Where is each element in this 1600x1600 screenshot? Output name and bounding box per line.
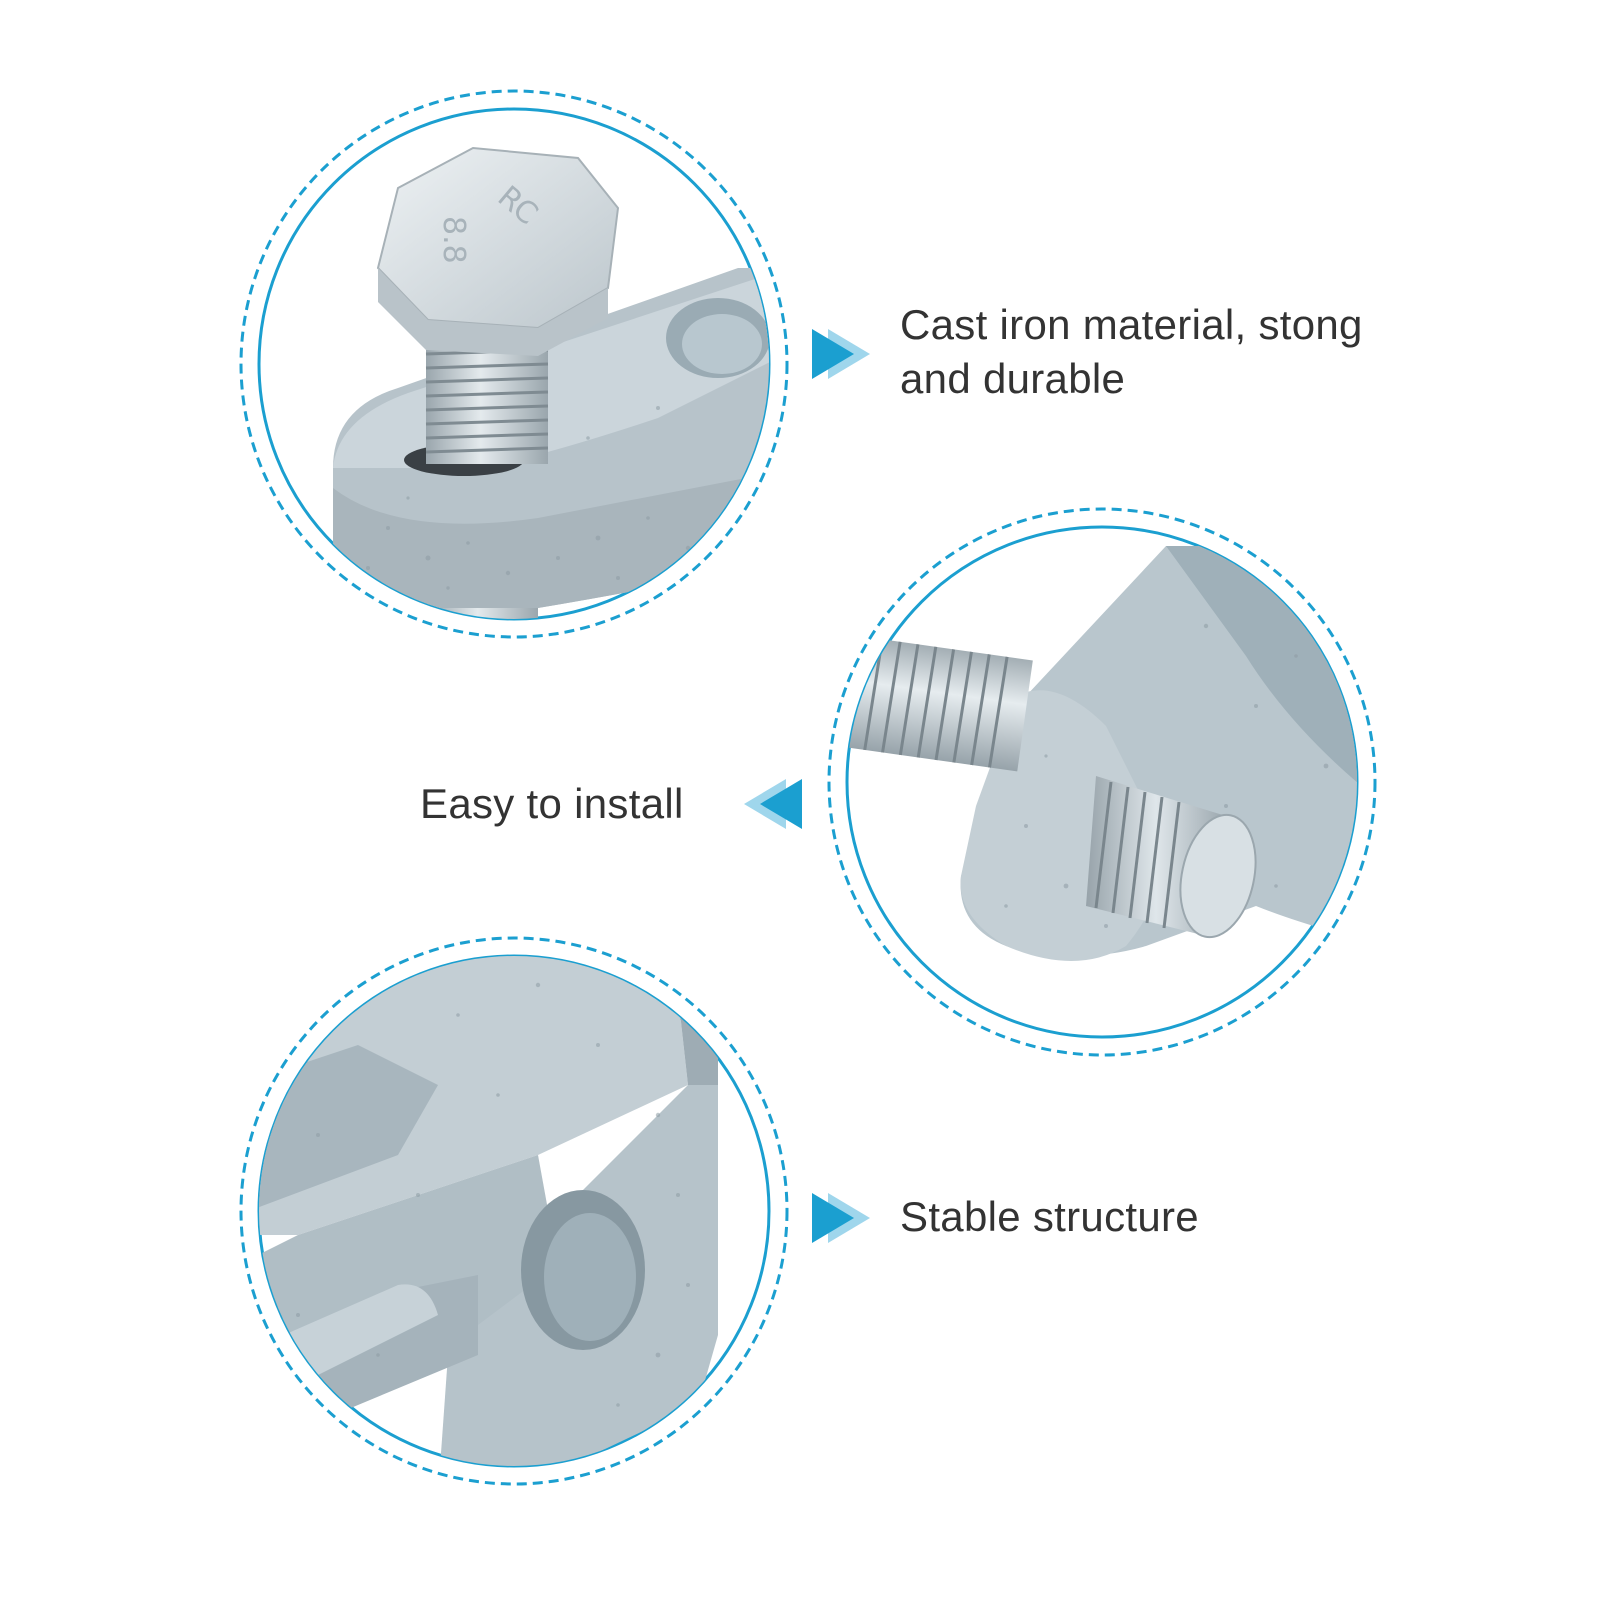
feature-2-caption-line-1: Easy to install [420, 780, 684, 827]
feature-2-image [826, 506, 1378, 1058]
feature-1-caption-line-2: and durable [900, 355, 1126, 402]
feature-3-caption-line-1: Stable structure [900, 1193, 1199, 1240]
bolt-marking-grade: 8.8 [436, 216, 471, 264]
right-arrow-icon [812, 329, 870, 379]
feature-3-image [238, 935, 790, 1487]
feature-2-caption: Easy to install [420, 777, 684, 831]
right-arrow-icon [812, 1193, 870, 1243]
dashed-ring [827, 507, 1377, 1057]
dashed-ring [239, 89, 789, 639]
left-arrow-icon [744, 779, 802, 829]
feature-3-caption: Stable structure [900, 1190, 1199, 1244]
feature-1-caption: Cast iron material, stong and durable [900, 298, 1363, 406]
feature-1-caption-line-1: Cast iron material, stong [900, 301, 1363, 348]
cast-body-photo [259, 956, 718, 1466]
feature-1-image: RC 8.8 [238, 88, 790, 640]
dashed-ring [239, 936, 789, 1486]
